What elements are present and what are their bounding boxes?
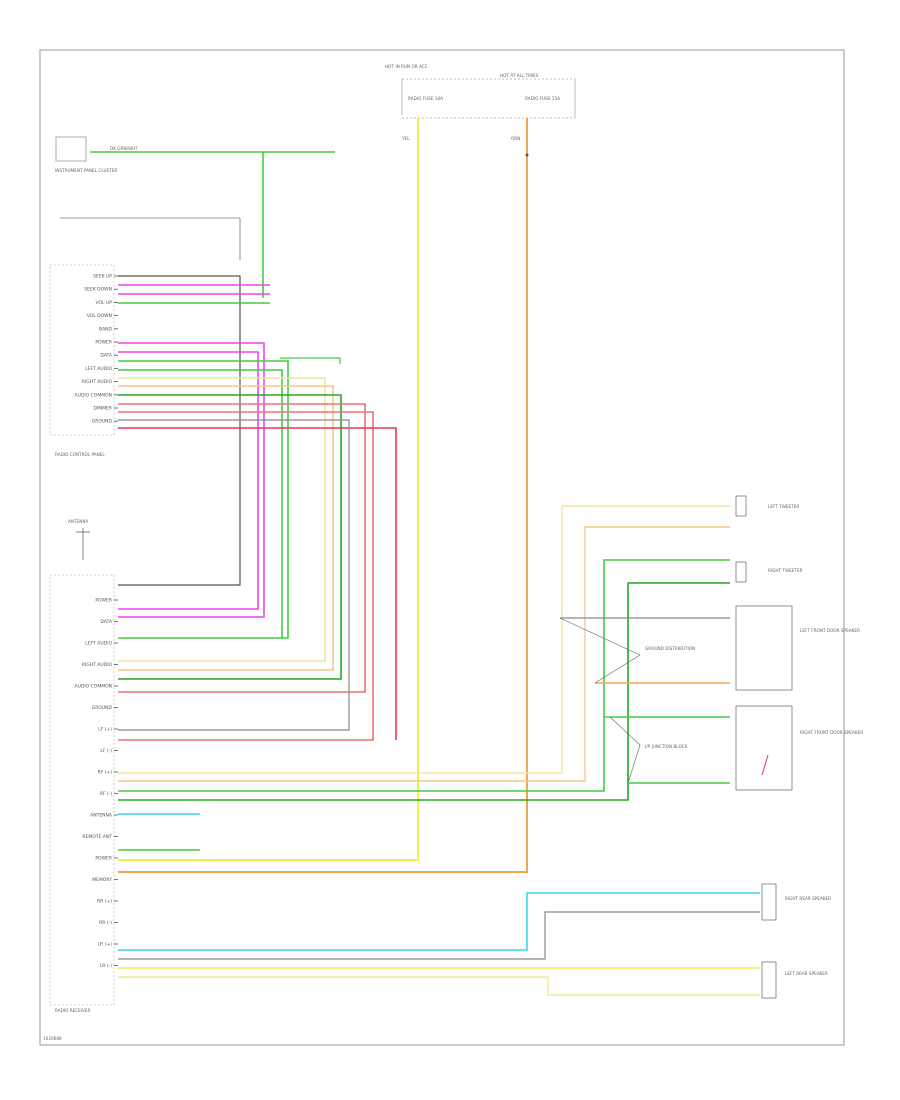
svg-text:LEFT FRONT DOOR SPEAKER: LEFT FRONT DOOR SPEAKER xyxy=(800,628,860,633)
cp-wires xyxy=(118,275,397,741)
cp-pin-label: LEFT AUDIO xyxy=(85,366,112,372)
rx-pin-label: LR (-) xyxy=(100,963,112,969)
rx-pin-label: AUDIO COMMON xyxy=(75,684,113,690)
rx-pin-label: LEFT AUDIO xyxy=(85,641,112,647)
rx-pin-label: RF (-) xyxy=(100,791,113,797)
rx-pin-label: LF (-) xyxy=(100,748,112,754)
instrument-cluster-label: INSTRUMENT PANEL CLUSTER xyxy=(55,168,117,173)
rx-pin-label: RR (+) xyxy=(97,899,112,905)
rx-pin-label: LF (+) xyxy=(98,727,112,733)
cp-pin-label: DATA xyxy=(100,353,113,359)
radio-receiver-label: RADIO RECEIVER xyxy=(55,1008,91,1013)
fuse-block-label: HOT IN RUN OR ACC xyxy=(385,64,428,69)
rx-pin-label: DATA xyxy=(100,619,113,625)
svg-text:GROUND DISTRIBUTION: GROUND DISTRIBUTION xyxy=(645,646,695,651)
speaker-left-rear: LEFT REAR SPEAKER xyxy=(761,961,828,999)
cp-pin-label: VOL DOWN xyxy=(87,313,112,319)
rx-pin-label: LR (+) xyxy=(98,942,113,948)
cp-pin-label: GROUND xyxy=(92,419,113,425)
antenna-label: ANTENNA xyxy=(68,519,88,524)
speaker-right-tweeter: RIGHT TWEETER xyxy=(735,561,803,583)
cp-pin-label: BAND xyxy=(99,326,113,332)
antenna-icon: ANTENNA xyxy=(68,519,90,560)
rx-pin-label: POWER xyxy=(95,598,112,604)
speaker-right-front-door: RIGHT FRONT DOOR SPEAKER xyxy=(735,705,863,791)
radio-control-panel-label: RADIO CONTROL PANEL xyxy=(55,452,105,457)
fuse-name-label: RADIO FUSE 10A xyxy=(408,96,443,101)
wire-yellow-feed xyxy=(118,118,419,861)
fuse-name-2-label: RADIO FUSE 15A xyxy=(525,96,560,101)
splice-annotations: GROUND DISTRIBUTION I/P JUNCTION BLOCK xyxy=(559,617,695,784)
cp-pin-label: AUDIO COMMON xyxy=(75,392,113,398)
control-panel-pins: SEEK UP SEEK DOWN VOL UP VOL DOWN BAND POWER D… xyxy=(75,274,118,425)
figure-id: 1020688 xyxy=(43,1036,62,1041)
fuse-block-top: HOT IN RUN OR ACC RADIO FUSE 10A HOT AT … xyxy=(385,64,576,119)
cp-pin-label: RIGHT AUDIO xyxy=(82,379,113,385)
rx-pin-label: REMOTE ANT xyxy=(82,834,112,840)
hot-at-all-times-label: HOT AT ALL TIMES xyxy=(500,73,539,78)
rx-pin-label: MEMORY xyxy=(92,877,112,883)
svg-text:RIGHT REAR SPEAKER: RIGHT REAR SPEAKER xyxy=(785,896,831,901)
rx-pin-label: RIGHT AUDIO xyxy=(82,662,113,668)
speaker-wires xyxy=(118,505,760,996)
speaker-right-rear: RIGHT REAR SPEAKER xyxy=(761,883,831,921)
svg-text:RIGHT FRONT DOOR SPEAKER: RIGHT FRONT DOOR SPEAKER xyxy=(800,730,863,735)
wire-label-dkgrn: DK GRN/WHT xyxy=(110,146,138,151)
rx-pin-label: ANTENNA xyxy=(90,813,113,819)
speaker-left-front-door: LEFT FRONT DOOR SPEAKER xyxy=(735,605,860,691)
cp-pin-label: POWER xyxy=(95,340,112,346)
cp-pin-label: SEEK UP xyxy=(93,274,112,280)
cp-pin-label: DIMMER xyxy=(93,406,112,412)
rx-pin-label: RR (-) xyxy=(99,920,112,926)
wire-label-orn: ORN xyxy=(511,136,520,141)
svg-text:RIGHT TWEETER: RIGHT TWEETER xyxy=(768,568,803,573)
receiver-pins: POWER DATA LEFT AUDIO RIGHT AUDIO AUDIO COMM… xyxy=(75,598,118,969)
cp-pin-label: SEEK DOWN xyxy=(84,287,112,293)
rx-pin-label: RF (+) xyxy=(98,770,113,776)
wire-orange-feed xyxy=(118,118,528,873)
radio-control-panel-box xyxy=(49,264,115,436)
svg-text:LEFT TWEETER: LEFT TWEETER xyxy=(768,504,799,509)
svg-text:LEFT REAR SPEAKER: LEFT REAR SPEAKER xyxy=(785,971,828,976)
wire-label-yel: YEL xyxy=(401,136,410,141)
speaker-left-tweeter: LEFT TWEETER xyxy=(735,495,799,517)
svg-text:I/P JUNCTION BLOCK: I/P JUNCTION BLOCK xyxy=(645,744,688,749)
radio-receiver-box xyxy=(49,574,115,1006)
rx-pin-label: POWER xyxy=(95,856,112,862)
instrument-cluster-box xyxy=(55,136,87,162)
cp-pin-label: VOL UP xyxy=(96,300,113,306)
diagram-frame xyxy=(39,49,845,1046)
rx-pin-label: GROUND xyxy=(92,705,113,711)
